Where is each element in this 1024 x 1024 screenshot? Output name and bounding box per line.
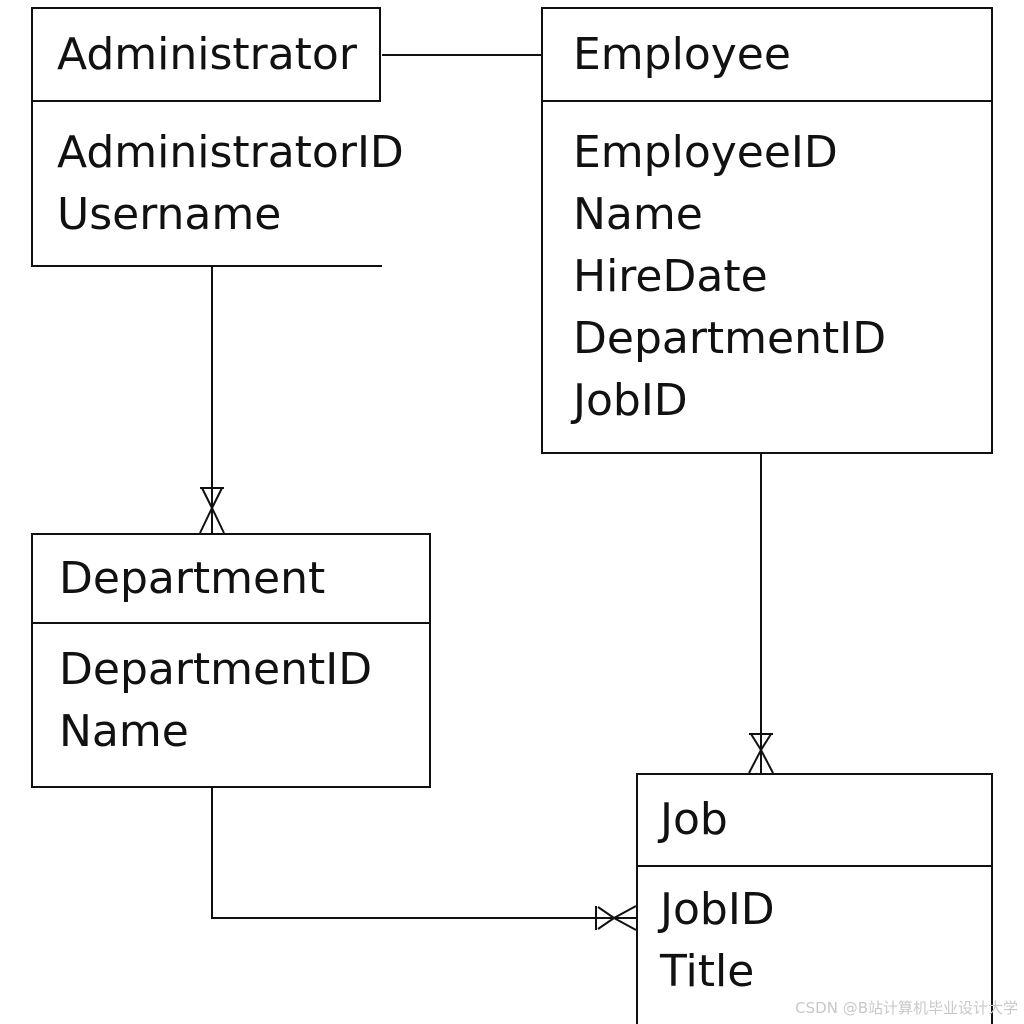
attribute-departmentid: DepartmentID	[59, 644, 373, 695]
entity-administrator-title: Administrator	[33, 9, 381, 102]
entity-administrator-attributes: AdministratorID Username	[33, 102, 404, 246]
attribute-username: Username	[57, 189, 282, 240]
attribute-employee-jobid: JobID	[573, 375, 688, 426]
entity-administrator[interactable]: Administrator AdministratorID Username	[31, 7, 404, 267]
entity-department-attributes: DepartmentID Name	[33, 624, 429, 763]
entity-job-attributes: JobID Title	[638, 867, 991, 1003]
attribute-employee-departmentid: DepartmentID	[573, 313, 887, 364]
crowfoot-department-icon	[199, 487, 225, 534]
entity-job[interactable]: Job JobID Title	[636, 773, 993, 1024]
attribute-jobid: JobID	[660, 884, 775, 935]
entity-department-title: Department	[33, 535, 429, 624]
attribute-title: Title	[660, 946, 755, 997]
rel-department-job-line	[211, 788, 636, 919]
attribute-department-name: Name	[59, 706, 189, 757]
attribute-employeeid: EmployeeID	[573, 127, 838, 178]
entity-department[interactable]: Department DepartmentID Name	[31, 533, 431, 788]
attribute-hiredate: HireDate	[573, 251, 768, 302]
watermark: CSDN @B站计算机毕业设计大学	[795, 999, 1018, 1017]
entity-employee-title: Employee	[543, 9, 991, 102]
entity-employee[interactable]: Employee EmployeeID Name HireDate Depart…	[541, 7, 993, 454]
attribute-employee-name: Name	[573, 189, 703, 240]
entity-employee-attributes: EmployeeID Name HireDate DepartmentID Jo…	[543, 102, 991, 432]
crowfoot-job-left-icon	[595, 905, 637, 931]
crowfoot-job-top-icon	[748, 733, 774, 774]
attribute-administratorid: AdministratorID	[57, 127, 404, 178]
entity-job-title: Job	[638, 775, 991, 867]
